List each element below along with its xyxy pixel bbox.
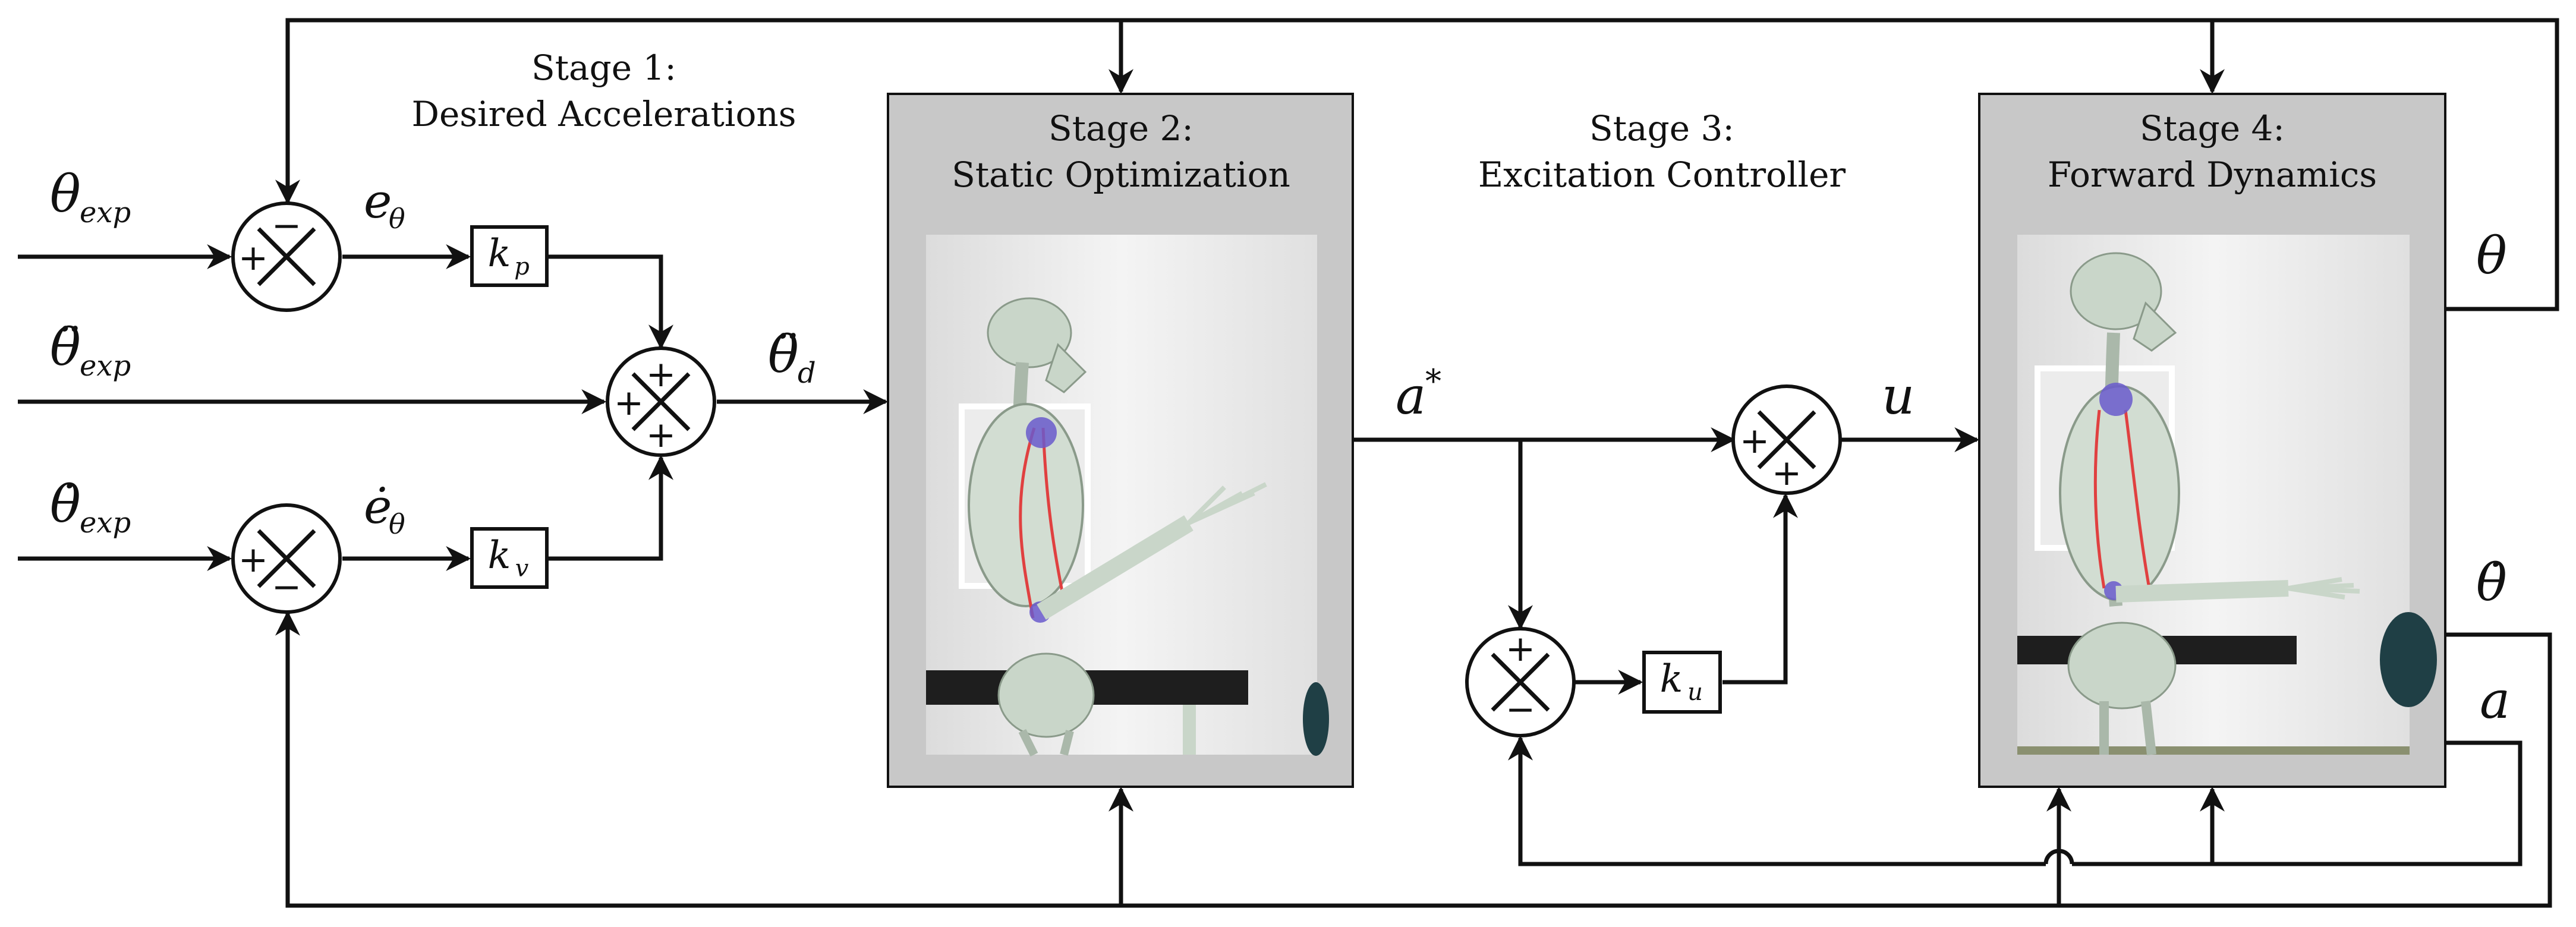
svg-text:+: +	[646, 354, 676, 395]
label-a-out: a	[2480, 671, 2510, 730]
svg-text:θ̇: θ̇	[50, 475, 81, 534]
gain-block-kv: k v	[470, 527, 549, 589]
svg-text:−: −	[1506, 689, 1535, 730]
svg-text:p: p	[514, 253, 530, 280]
gain-block-ku: k u	[1642, 651, 1722, 714]
svg-text:exp: exp	[80, 506, 131, 540]
svg-text:+: +	[238, 539, 268, 581]
stage3-title: Stage 3:	[1589, 108, 1734, 149]
svg-text:θ: θ	[389, 508, 405, 540]
svg-text:exp: exp	[80, 196, 131, 229]
svg-text:+: +	[646, 414, 676, 456]
stage3-subtitle: Excitation Controller	[1478, 154, 1846, 195]
svg-text:ė: ė	[364, 479, 392, 534]
svg-text:v: v	[515, 555, 529, 582]
stage2-simulation-image	[926, 235, 1329, 757]
svg-text:θ: θ	[389, 203, 405, 235]
stage4-simulation-image	[2017, 235, 2437, 755]
label-theta-out: θ	[2476, 226, 2507, 286]
svg-text:θ̈: θ̈	[768, 325, 799, 384]
svg-text:−: −	[272, 566, 301, 608]
svg-text:+: +	[1506, 628, 1535, 670]
label-thetadot-exp: θ̇ exp	[50, 475, 131, 540]
signal-wires	[18, 18, 2559, 908]
svg-text:+: +	[238, 237, 268, 279]
svg-text:u: u	[1687, 679, 1703, 706]
stage1-title: Stage 1:	[531, 48, 676, 88]
label-a-star: a *	[1396, 362, 1441, 426]
svg-text:*: *	[1425, 362, 1441, 400]
label-edot-theta: ė θ	[364, 479, 405, 540]
svg-text:+: +	[1772, 452, 1802, 494]
label-e-theta: e θ	[364, 174, 405, 235]
svg-text:k: k	[488, 534, 511, 578]
svg-text:exp: exp	[80, 349, 131, 383]
sum-junction-excitation: + +	[1731, 384, 1842, 495]
sum-junction-velocity-error: + −	[231, 503, 342, 614]
label-theta-exp: θ exp	[50, 165, 131, 229]
sum-junction-activation-error: + −	[1465, 627, 1576, 737]
svg-text:θ̈: θ̈	[50, 318, 81, 377]
svg-text:k: k	[488, 232, 511, 276]
stage1-subtitle: Desired Accelerations	[411, 94, 796, 134]
svg-text:θ: θ	[50, 165, 81, 224]
gain-block-kp: k p	[470, 225, 549, 287]
svg-text:e: e	[364, 174, 392, 229]
stage4-subtitle: Forward Dynamics	[2048, 154, 2377, 195]
svg-text:d: d	[798, 357, 816, 390]
label-u: u	[1882, 367, 1914, 426]
label-thetadot-out: θ̇	[2476, 553, 2507, 613]
svg-text:a: a	[1396, 367, 1426, 426]
stage4-title: Stage 4:	[2140, 108, 2285, 149]
label-thetaddot-exp: θ̈ exp	[50, 318, 131, 383]
svg-text:+: +	[614, 382, 644, 424]
svg-text:k: k	[1660, 657, 1683, 701]
stage2-subtitle: Static Optimization	[952, 154, 1290, 195]
svg-text:−: −	[272, 205, 301, 247]
stage2-title: Stage 2:	[1048, 108, 1193, 149]
label-thetaddot-d: θ̈ d	[768, 325, 816, 390]
sum-junction-position-error: + −	[231, 201, 342, 312]
sum-junction-desired-acceleration: + + +	[606, 346, 716, 457]
svg-text:+: +	[1740, 420, 1769, 462]
